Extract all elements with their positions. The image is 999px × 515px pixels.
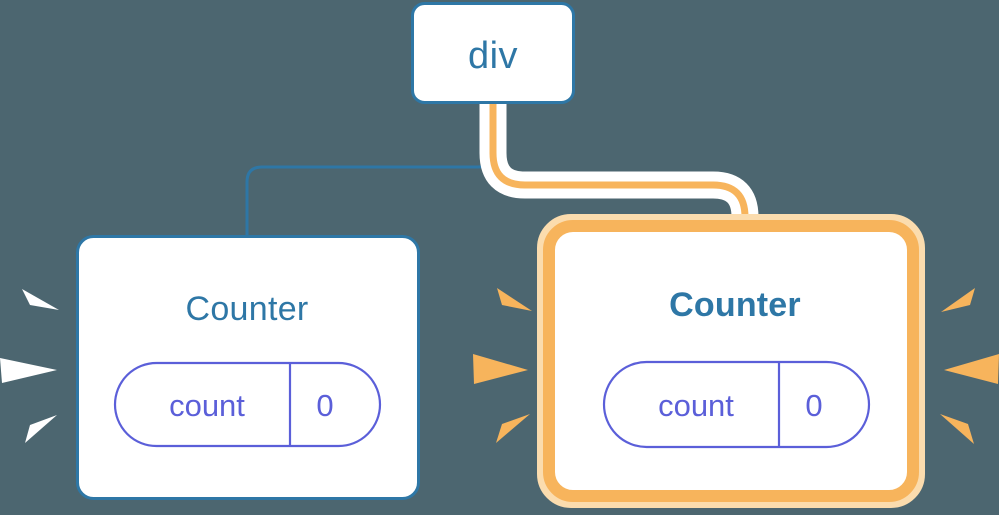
- spark-orange-left-upper: [497, 288, 532, 311]
- counter-node-right-label: Counter: [669, 286, 801, 324]
- counter-node-right[interactable]: Counter count 0: [537, 214, 925, 508]
- counter-node-right-glow: [537, 214, 925, 508]
- prop-pill-outline: [602, 360, 871, 449]
- counter-node-left-box[interactable]: [76, 235, 420, 500]
- spark-white-upper: [22, 289, 59, 310]
- prop-pill-name: count: [658, 388, 734, 423]
- spark-orange-right-middle: [944, 354, 999, 384]
- counter-node-left-label: Counter: [185, 290, 308, 328]
- counter-node-right-prop-pill[interactable]: count 0: [602, 360, 871, 449]
- div-node-box[interactable]: [411, 2, 575, 104]
- spark-burst-right-counter-right: [940, 288, 999, 444]
- counter-node-left[interactable]: Counter count 0: [76, 235, 420, 500]
- counter-node-left-prop-pill[interactable]: count 0: [113, 361, 382, 448]
- spark-white-middle: [0, 358, 57, 383]
- div-node[interactable]: div: [411, 2, 575, 104]
- spark-orange-left-middle: [473, 354, 528, 384]
- prop-pill-outline: [113, 361, 382, 448]
- prop-pill-value: 0: [316, 388, 333, 423]
- div-node-label: div: [468, 35, 518, 77]
- spark-burst-left-counter: [0, 289, 59, 443]
- spark-white-lower: [25, 415, 57, 443]
- spark-burst-right-counter-left: [473, 288, 532, 443]
- prop-pill-value: 0: [805, 388, 822, 423]
- prop-pill-name: count: [169, 388, 245, 423]
- spark-orange-left-lower: [496, 414, 530, 443]
- spark-orange-right-upper: [941, 288, 975, 312]
- spark-orange-right-lower: [940, 414, 974, 444]
- edge-div-to-right-counter: [489, 103, 749, 240]
